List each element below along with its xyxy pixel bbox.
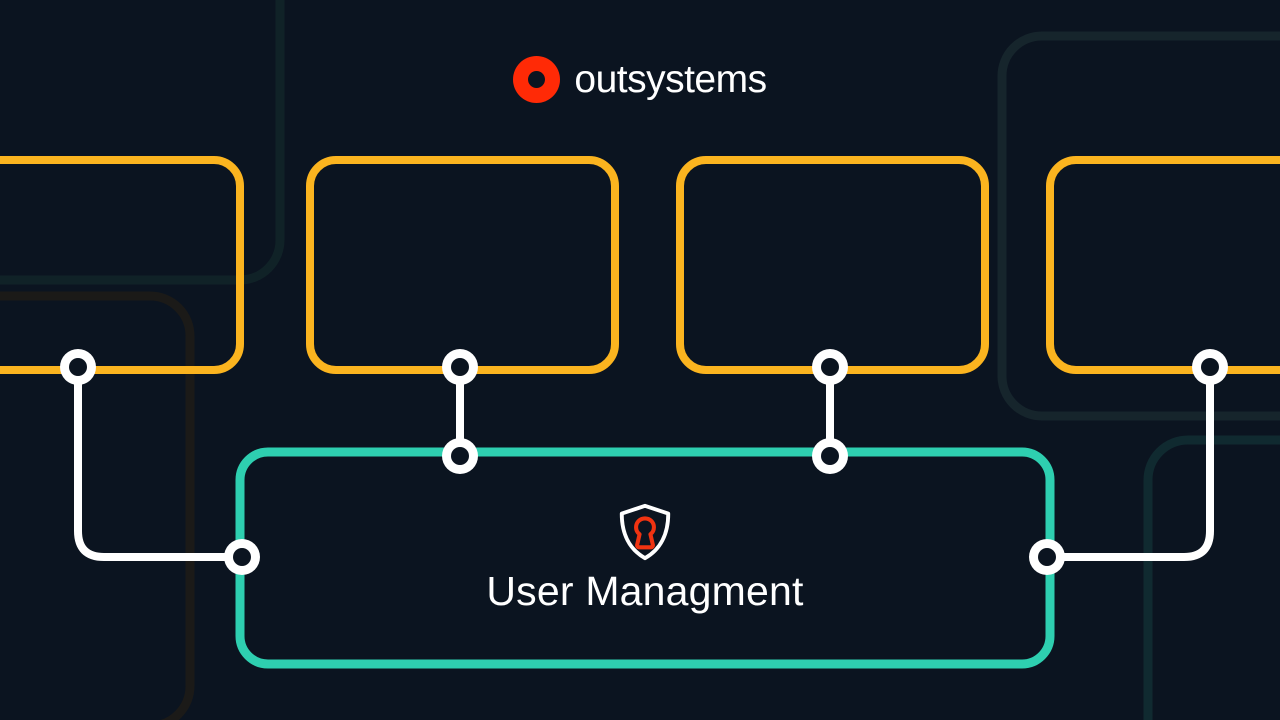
nodes-group	[60, 349, 1228, 575]
center-card-user-managment[interactable]	[235, 447, 1055, 669]
node-card1-bottom[interactable]	[60, 349, 96, 385]
bg-rect-bottom-right	[1143, 435, 1280, 720]
node-card3-bottom[interactable]	[812, 349, 848, 385]
node-card4-bottom[interactable]	[1192, 349, 1228, 385]
bg-rect-top-right	[997, 31, 1280, 421]
connector-card4-to-center-right	[1047, 367, 1214, 561]
node-center-right[interactable]	[1029, 539, 1065, 575]
bg-rect-top-left	[0, 0, 285, 285]
top-card-1[interactable]	[0, 156, 244, 374]
node-center-top-right[interactable]	[812, 438, 848, 474]
node-card2-bottom[interactable]	[442, 349, 478, 385]
top-cards-group	[0, 156, 1280, 374]
connector-card1-to-center-left	[74, 367, 242, 561]
top-card-2[interactable]	[306, 156, 619, 374]
node-center-left[interactable]	[224, 539, 260, 575]
top-card-4[interactable]	[1046, 156, 1280, 374]
top-card-3[interactable]	[676, 156, 989, 374]
bg-rect-left-mid	[0, 291, 195, 720]
node-center-top-left[interactable]	[442, 438, 478, 474]
